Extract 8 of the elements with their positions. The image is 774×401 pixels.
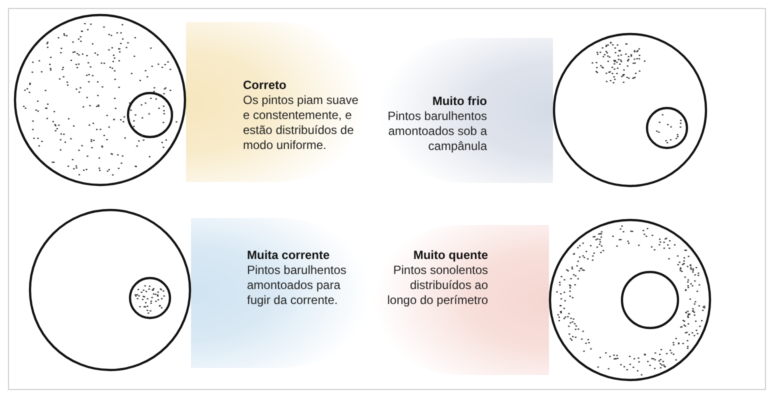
panel-heading: Correto: [243, 78, 288, 93]
panel-heading: Muito quente: [412, 248, 488, 263]
panel-heading: Muita corrente: [247, 248, 331, 263]
description-text: Pintos barulhentos amontoados sob a campânula: [386, 109, 487, 154]
panel-heading: Muito frio: [431, 94, 487, 109]
description-text: Pintos sonolentos distribuídos ao longo do perímetro: [386, 263, 488, 308]
description-text: Os pintos piam suave e constentemente, e estão distribuídos de modo uniforme.: [243, 93, 360, 153]
description-text: Pintos barulhentos amontoados para fugir da corrente.: [247, 263, 348, 308]
